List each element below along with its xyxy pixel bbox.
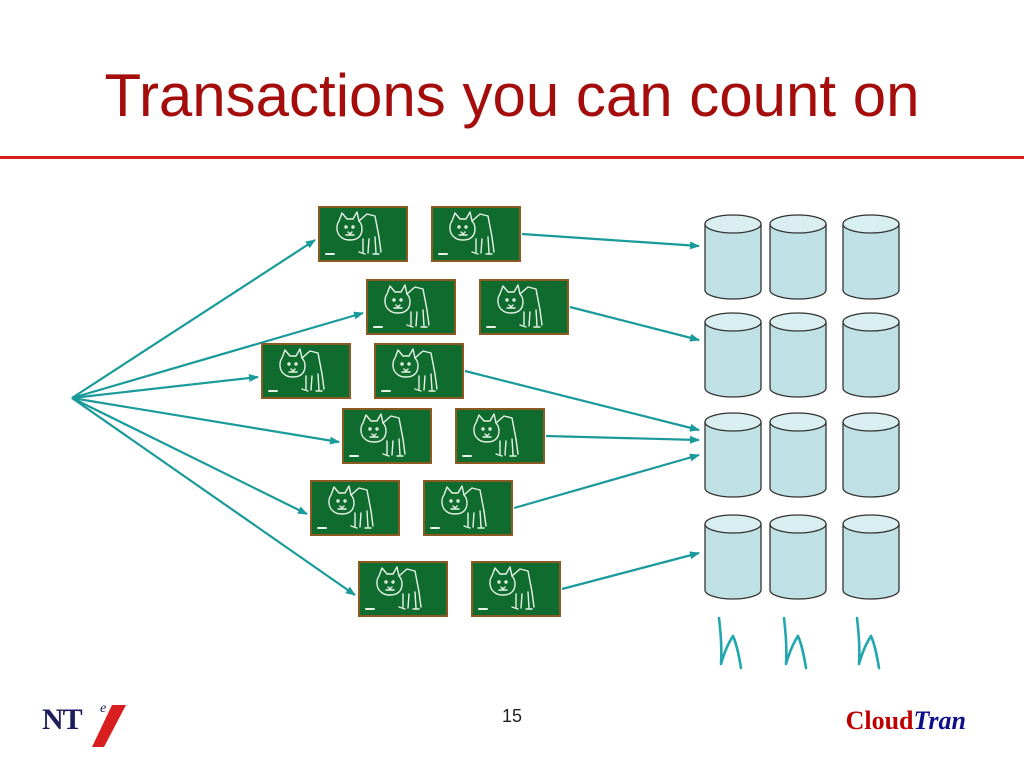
database-arrow <box>569 305 700 342</box>
database-cylinder <box>769 214 827 300</box>
worker-box <box>374 343 464 399</box>
database-arrows <box>464 232 700 591</box>
worker-box <box>342 408 432 464</box>
nte-logo-text: NT <box>42 703 83 736</box>
database-grid <box>704 214 900 600</box>
database-arrow <box>545 434 700 444</box>
database-arrow <box>513 453 700 510</box>
worker-boxes <box>261 206 569 617</box>
database-arrow <box>464 369 700 432</box>
database-cylinder <box>769 412 827 498</box>
nte-logo-superscript: e <box>100 701 107 716</box>
database-cylinder <box>842 514 900 600</box>
scribble-marks <box>717 616 881 670</box>
page-number: 15 <box>501 706 523 726</box>
client-arrow <box>71 397 308 515</box>
client-arrow <box>71 396 340 445</box>
nte-slash-icon <box>92 705 126 747</box>
slide-title: Transactions you can count on <box>104 62 920 129</box>
client-arrow <box>71 311 364 400</box>
worker-box <box>479 279 569 335</box>
database-cylinder <box>704 312 762 398</box>
client-arrow <box>71 374 259 400</box>
database-arrow <box>561 551 700 591</box>
database-cylinder <box>769 312 827 398</box>
scribble-mark <box>717 616 743 670</box>
worker-box <box>431 206 521 262</box>
cloudtran-logo-cloud: Cloud <box>845 706 914 735</box>
scribble-mark <box>855 616 881 670</box>
database-cylinder <box>842 214 900 300</box>
client-arrows <box>71 239 364 596</box>
client-arrow <box>71 239 316 399</box>
worker-box <box>261 343 351 399</box>
database-cylinder <box>842 412 900 498</box>
database-cylinder <box>704 514 762 600</box>
cloudtran-logo: CloudTran <box>846 706 966 736</box>
database-cylinder <box>769 514 827 600</box>
cloudtran-logo-tran: Tran <box>913 706 967 735</box>
worker-box <box>318 206 408 262</box>
database-cylinder <box>842 312 900 398</box>
scribble-mark <box>782 616 808 670</box>
worker-box <box>455 408 545 464</box>
nte-logo: NT e <box>42 701 126 749</box>
database-cylinder <box>704 412 762 498</box>
database-arrow <box>521 232 700 250</box>
client-arrow <box>71 397 356 596</box>
worker-box <box>358 561 448 617</box>
database-cylinder <box>704 214 762 300</box>
worker-box <box>471 561 561 617</box>
worker-box <box>366 279 456 335</box>
title-divider <box>0 156 1024 159</box>
worker-box <box>310 480 400 536</box>
worker-box <box>423 480 513 536</box>
